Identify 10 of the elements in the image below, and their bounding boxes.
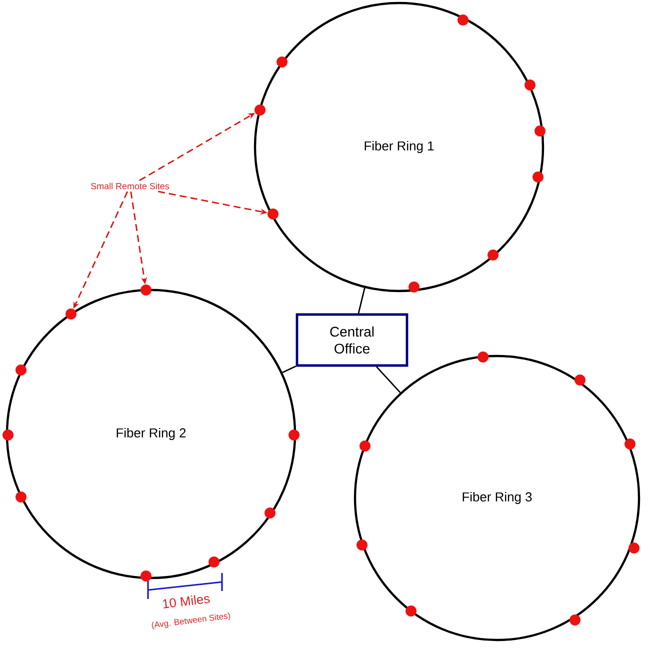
dimension-label: 10 Miles (162, 595, 210, 608)
site-dot (66, 308, 76, 320)
connector-line (358, 288, 366, 314)
site-dot (140, 284, 152, 296)
connector-line (376, 366, 401, 394)
office-box: Central Office (296, 313, 408, 367)
callout-text: Small Remote Sites (91, 182, 170, 190)
connector-line (282, 366, 296, 374)
site-dot (254, 104, 266, 116)
dimension-label: (Avg. Between Sites) (152, 612, 230, 630)
